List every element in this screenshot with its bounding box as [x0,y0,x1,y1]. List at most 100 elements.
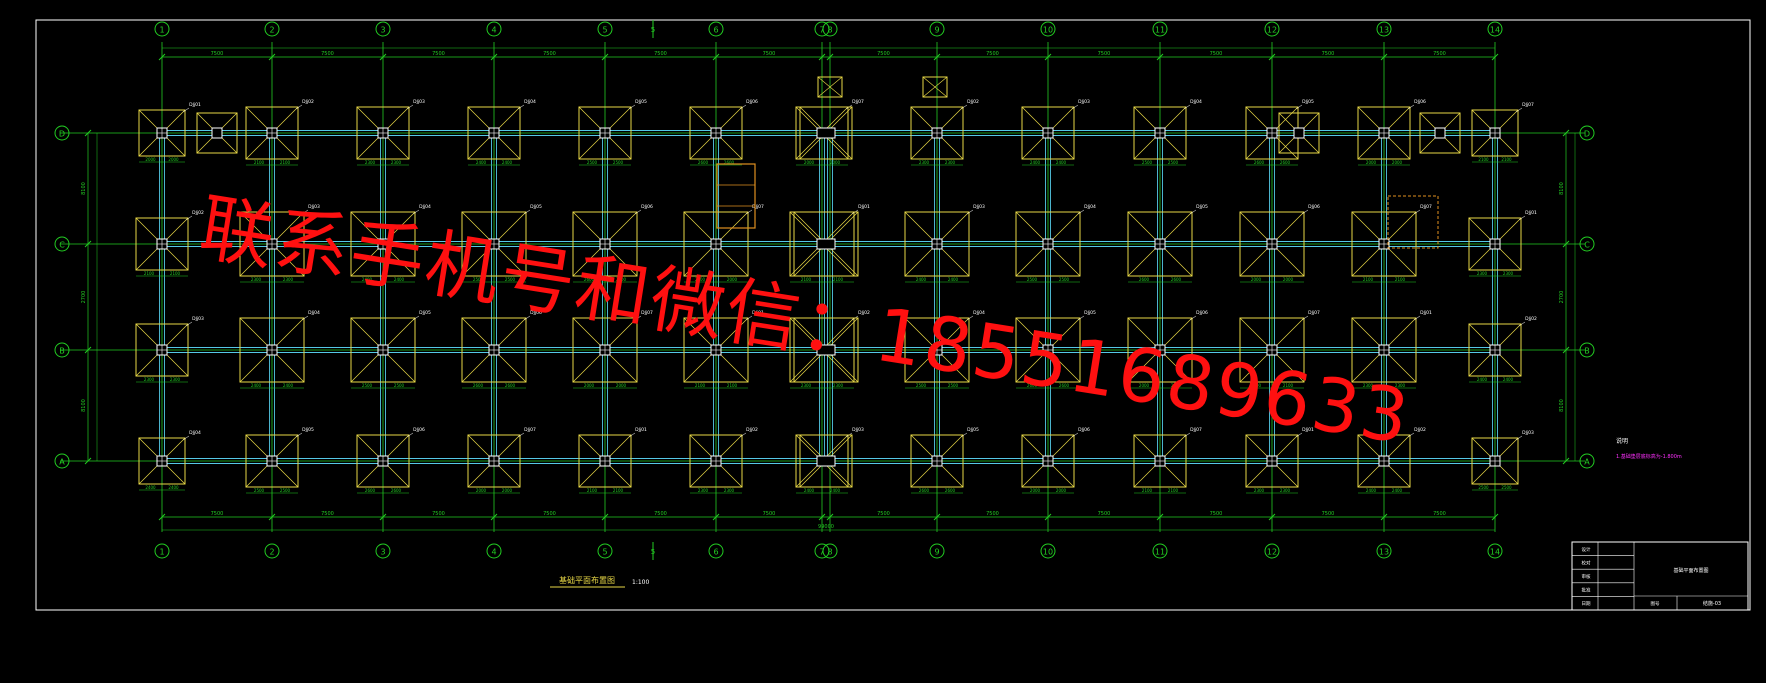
footing-dim-text: 2500 [613,160,624,165]
dim-text-top: 7500 [321,51,334,57]
footing-dim-text: 2300 [170,377,181,382]
axis-label: 13 [1379,548,1389,557]
footing-tag: DJj04 [1190,99,1202,105]
footing-dim-text: 2100 [1501,157,1512,162]
dim-text-bottom: 7500 [986,511,999,517]
footing-tag: DJj06 [746,99,758,105]
axis-label: D [59,130,65,139]
axis-bubble [822,543,838,559]
dim-tick [1044,513,1052,521]
footing-dim-text: 2600 [616,277,627,282]
axis-label: B [1584,347,1590,356]
footing-tag: DJj02 [192,210,204,216]
axis-bubble [1152,21,1168,37]
title-block-row-label: 审核 [1582,573,1591,580]
title-block-sheet-label: 图号 [1651,601,1660,607]
dim-text-vertical: 8100 [81,399,87,412]
footing-leader [1518,215,1526,221]
footing-dim-text: 2300 [251,277,262,282]
footing-tag: DJj03 [413,99,425,105]
note-title: 说明 [1616,437,1628,445]
footing-leader [1407,432,1415,438]
footing-leader [1295,432,1303,438]
footing-dim-text: 2500 [1027,277,1038,282]
footing-tag: DJj06 [1414,99,1426,105]
axis-label: 13 [1379,26,1389,35]
footing-outline [910,106,964,160]
footing-tag: DJj04 [189,430,201,436]
title-block-frame [1571,541,1749,611]
footing-tag: DJj07 [1522,102,1534,108]
footing-dim-text: 2100 [1478,157,1489,162]
footing-leader [517,104,525,110]
footing-outline [1127,317,1193,383]
footing-dim-text: 2500 [1142,160,1153,165]
dim-text-vertical: 8100 [81,182,87,195]
footing-dim-text: 2100 [280,160,291,165]
footing-leader [1183,432,1191,438]
footing-dim-text: 2300 [1477,271,1488,276]
axis-bubble [1040,543,1056,559]
footing-leader [634,209,642,215]
footing-outline [135,217,189,271]
footing-dim-text: 2400 [804,488,815,493]
axis-bubble [264,21,280,37]
axis-label: A [59,458,65,467]
dim-text-vertical: 2700 [81,291,87,304]
footing-tag: DJj02 [967,99,979,105]
footing-dim-text: 2100 [1283,383,1294,388]
axis-bubble [597,543,613,559]
dim-tick [1491,53,1499,61]
axis-label: 12 [1267,26,1277,35]
footing-tag: DJj02 [746,427,758,433]
drawing-frame [35,19,1751,611]
footing-dim-text: 2000 [584,383,595,388]
footing-dim-text: 2100 [1142,488,1153,493]
column-stub-pair [816,238,836,250]
footing-outline [461,317,527,383]
axis-bubble [1579,342,1595,358]
dim-text-bottom: 7500 [543,511,556,517]
axis-label: 9 [934,548,939,557]
footing-leader [1077,209,1085,215]
axis-bubble [1487,21,1503,37]
dim-text-vertical: 8100 [1559,182,1565,195]
dim-text-top: 7500 [543,51,556,57]
footing-dim-text: 2500 [254,488,265,493]
footing-dim-text: 2500 [916,383,927,388]
footing-tag: DJj06 [641,204,653,210]
dim-tick [1156,513,1164,521]
footing-dim-text: 2000 [695,277,706,282]
footing-combined [799,106,853,160]
footing-tag: DJj04 [524,99,536,105]
footing-outline [239,317,305,383]
footing-leader [1077,315,1085,321]
dim-tick [490,513,498,521]
axis-label: 11 [1155,548,1165,557]
footing-diagonal [922,76,948,98]
axis-label: 4 [491,548,496,557]
footing-tag: DJj01 [1420,310,1432,316]
axis-label: 14 [1490,26,1500,35]
title-block-row-label: 批准 [1582,587,1591,594]
dim-tick [158,53,166,61]
footing-combined [799,434,853,488]
footing-leader [960,432,968,438]
dim-tick [379,513,387,521]
footing-dim-text: 2400 [1503,377,1514,382]
footing-dim-text: 2000 [1056,488,1067,493]
footing-outline [578,434,632,488]
footing-tag: DJj02 [858,310,870,316]
footing-dim-text: 2300 [919,160,930,165]
footing-dim-text: 2300 [945,160,956,165]
dim-text-bottom: 7500 [1322,511,1335,517]
dim-tick [826,513,834,521]
